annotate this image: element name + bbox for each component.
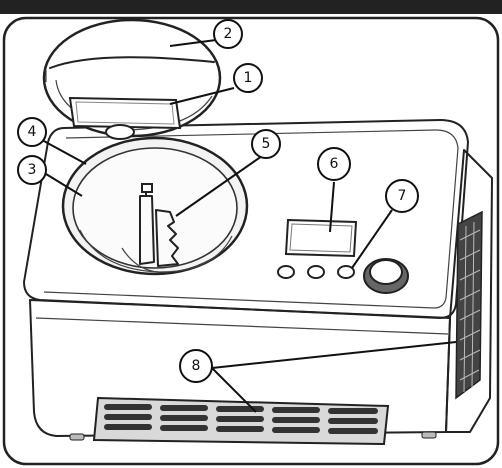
- callout-label-4: 4: [28, 124, 37, 140]
- lid-hinge: [106, 125, 134, 139]
- start-stop-knob[interactable]: [364, 259, 408, 293]
- control-button-1[interactable]: [278, 266, 294, 278]
- paddle-top: [142, 184, 152, 192]
- bowl-rim-inner: [73, 148, 237, 268]
- callout-marker-2: 2: [214, 20, 242, 48]
- side-vent-grille: [456, 212, 482, 398]
- vent-slots: [104, 404, 378, 434]
- callout-label-7: 7: [398, 188, 407, 204]
- knob-inner: [370, 260, 402, 284]
- bowl-assembly: [63, 138, 247, 274]
- control-button-3[interactable]: [338, 266, 354, 278]
- callout-marker-6: 6: [318, 148, 350, 180]
- callout-label-3: 3: [28, 162, 37, 178]
- foot-right: [422, 432, 436, 438]
- callout-marker-3: 3: [18, 156, 46, 184]
- foot-left: [70, 434, 84, 440]
- callout-marker-8: 8: [180, 350, 212, 382]
- front-vent-grille: [94, 398, 388, 444]
- callout-marker-7: 7: [386, 180, 418, 212]
- callout-label-8: 8: [192, 358, 201, 374]
- callout-marker-1: 1: [234, 64, 262, 92]
- callout-label-1: 1: [244, 70, 253, 86]
- callout-marker-4: 4: [18, 118, 46, 146]
- callout-label-5: 5: [262, 136, 271, 152]
- callout-label-6: 6: [330, 156, 339, 172]
- callout-marker-5: 5: [252, 130, 280, 158]
- frame-top-bar: [0, 0, 502, 14]
- callout-label-2: 2: [224, 26, 233, 42]
- control-button-2[interactable]: [308, 266, 324, 278]
